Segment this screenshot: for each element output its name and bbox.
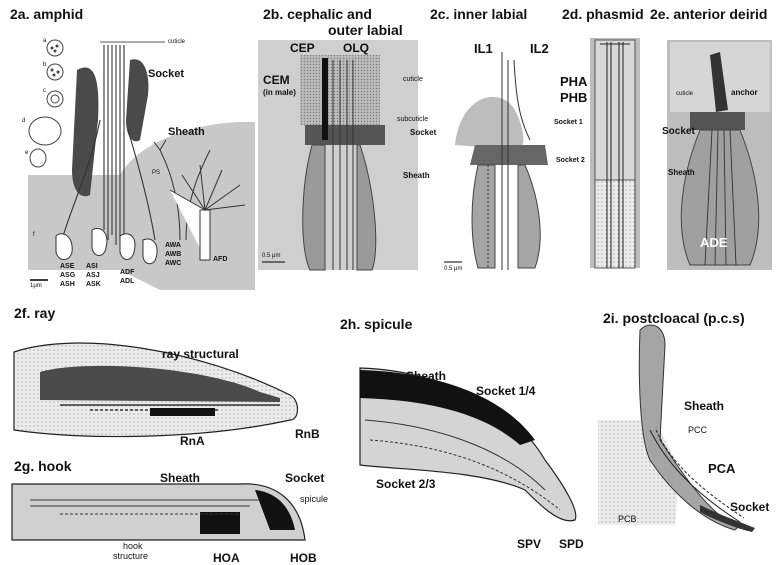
panel-d-phasmid-drawing [590, 38, 640, 268]
panel-c-inner-labial-drawing [444, 52, 548, 270]
cephalic-cuticle-label: cuticle [403, 76, 423, 83]
cephalic-socket-band [305, 125, 385, 145]
panel-f-ray-drawing [14, 343, 298, 437]
phasmid-socket2-label: Socket 2 [556, 157, 585, 164]
deirid-sheath-label: Sheath [668, 169, 695, 177]
spicule-spd-label: SPD [559, 538, 584, 550]
hook-hoa-cell [200, 512, 240, 534]
amphid-socket-label: Socket [148, 69, 184, 80]
amphid-asj-label: ASJ [86, 272, 100, 279]
panel-g-hook-drawing [12, 484, 305, 540]
amphid-sheath-label: Sheath [168, 127, 205, 138]
deirid-socket [690, 112, 745, 130]
amphid-scale-label: 1μm [30, 283, 42, 289]
pcs-sheath-label: Sheath [684, 400, 724, 412]
panel-g-title: 2g. hook [14, 458, 72, 474]
cephalic-olq-label: OLQ [343, 42, 369, 54]
hook-spicule-label: spicule [300, 495, 328, 504]
ray-rnb-label: RnB [295, 428, 320, 440]
amphid-socket-right [126, 59, 148, 141]
amphid-ash-label: ASH [60, 281, 75, 288]
amphid-awa-label: AWA [165, 242, 181, 249]
pcs-pca-label: PCA [708, 462, 735, 475]
hook-sheath-label: Sheath [160, 472, 200, 484]
amphid-inset-label-f: f [33, 232, 35, 238]
panel-a-amphid-drawing [28, 40, 255, 290]
phasmid-socket1 [595, 40, 635, 180]
amphid-ask-label: ASK [86, 281, 101, 288]
amphid-inset-label-c: c [43, 88, 46, 94]
cephalic-socket-label: Socket [410, 129, 436, 137]
panel-i-title: 2i. postcloacal (p.c.s) [603, 310, 745, 326]
amphid-asg-label: ASG [60, 272, 75, 279]
ray-structural-label: ray structural [162, 348, 239, 360]
panel-f-title: 2f. ray [14, 305, 55, 321]
deirid-socket-label: Socket [662, 127, 695, 137]
amphid-inset-label-a: a [43, 38, 46, 44]
cephalic-cep-label: CEP [290, 42, 315, 54]
inner-labial-scale-label: 0.5 μm [444, 266, 462, 272]
amphid-awc-label: AWC [165, 260, 181, 267]
inner-labial-cuticle-bump [455, 97, 523, 150]
cephalic-cem-label: CEM [263, 74, 290, 86]
cephalic-scale-label: 0.5 μm [262, 253, 280, 259]
amphid-ps-label: PS [152, 170, 160, 176]
spicule-spv-label: SPV [517, 538, 541, 550]
deirid-ade-label: ADE [700, 236, 727, 249]
amphid-inset-label-e: e [25, 150, 28, 156]
hook-hoa-label: HOA [213, 552, 240, 564]
deirid-cuticle-label: cuticle [676, 91, 693, 97]
pcs-pcb-label: PCB [618, 515, 637, 524]
pcs-socket-label: Socket [730, 501, 769, 513]
inner-labial-il1-label: IL1 [474, 42, 493, 55]
phasmid-phb-label: PHB [560, 91, 587, 104]
panel-d-title: 2d. phasmid [562, 6, 644, 22]
pcs-pcc-label: PCC [688, 426, 707, 435]
panel-b-title-line1: 2b. cephalic and [263, 6, 372, 22]
inner-labial-socket [470, 145, 548, 165]
spicule-socket14-label: Socket 1/4 [476, 385, 535, 397]
amphid-adf-label: ADF [120, 269, 134, 276]
amphid-inset-label-b: b [43, 62, 46, 68]
hook-structure-label-line1: hook [123, 542, 143, 551]
deirid-anchor-label: anchor [731, 89, 758, 97]
panel-h-spicule-drawing [360, 368, 576, 521]
hook-hob-label: HOB [290, 552, 317, 564]
cephalic-cem-note: (in male) [263, 89, 296, 97]
amphid-afd-label: AFD [213, 256, 227, 263]
amphid-inset-cross-sections [29, 40, 63, 167]
inner-labial-sheath [472, 165, 540, 268]
hook-socket-label: Socket [285, 472, 324, 484]
panel-h-title: 2h. spicule [340, 316, 412, 332]
amphid-asi-label: ASI [86, 263, 98, 270]
panel-c-title: 2c. inner labial [430, 6, 527, 22]
panel-b-title-line2: outer labial [328, 22, 403, 38]
amphid-awb-label: AWB [165, 251, 181, 258]
amphid-cuticle-label: cuticle [168, 39, 185, 45]
phasmid-pha-label: PHA [560, 75, 587, 88]
amphid-inset-label-d: d [22, 118, 25, 124]
cephalic-subcuticle-label: subcuticle [397, 116, 428, 123]
ray-rna-label: RnA [180, 435, 205, 447]
spicule-socket23-label: Socket 2/3 [376, 478, 435, 490]
amphid-ase-label: ASE [60, 263, 74, 270]
panel-a-title: 2a. amphid [10, 6, 83, 22]
cephalic-sheath-label: Sheath [403, 172, 430, 180]
hook-structure-label-line2: structure [113, 552, 148, 561]
panel-e-title: 2e. anterior deirid [650, 6, 767, 22]
amphid-adl-label: ADL [120, 278, 134, 285]
cem-dark-dendrite [322, 58, 328, 140]
spicule-sheath-label: Sheath [406, 370, 446, 382]
phasmid-socket1-label: Socket 1 [554, 119, 583, 126]
phasmid-socket2 [595, 180, 635, 268]
inner-labial-il2-label: IL2 [530, 42, 549, 55]
rna-ending [150, 408, 215, 416]
